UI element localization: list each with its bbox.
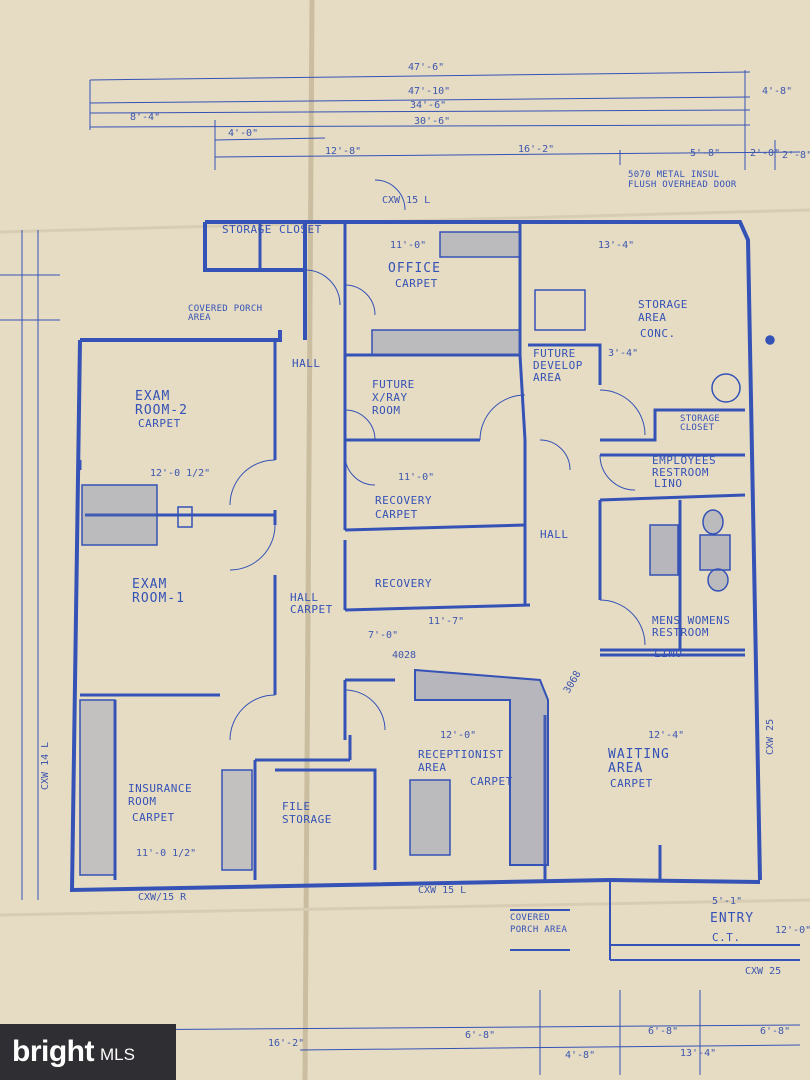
label-receptionist-area: RECEPTIONIST AREA: [418, 748, 504, 774]
label-office-floor: CARPET: [395, 277, 438, 290]
note-window-right: CXW 25: [765, 718, 776, 755]
door-swings: [229, 179, 646, 741]
label-file-storage: FILE STORAGE: [282, 800, 332, 826]
label-exam-room-2-floor: CARPET: [138, 417, 181, 430]
dim-insurance-width: 11'-0 1/2": [136, 848, 197, 859]
label-employees-restroom: EMPLOYEES RESTROOM: [652, 454, 717, 479]
exterior-walls: [69, 220, 762, 893]
dim-16-2: 16'-2": [518, 144, 555, 155]
label-insurance-room-floor: CARPET: [132, 811, 175, 824]
dim-7-0: 7'-0": [368, 630, 399, 641]
dim-entry-width: 12'-0": [775, 925, 810, 936]
bright-mls-watermark: bright MLS: [0, 1024, 176, 1080]
dim-5-1: 5'-1": [712, 896, 743, 907]
label-exam-room-1: EXAM ROOM-1: [132, 577, 185, 606]
note-window-bottom-mid: CXW 15 L: [418, 885, 467, 896]
label-exam-room-2: EXAM ROOM-2: [135, 389, 188, 418]
dim-bottom-6-8-b: 6'-8": [648, 1026, 679, 1037]
label-hall-3-floor: CARPET: [290, 603, 333, 616]
built-in-cabinets: [79, 231, 775, 876]
dim-12-8: 12'-8": [325, 146, 362, 157]
dimension-lines-bottom: [99, 990, 801, 1075]
dim-overall-2: 47'-10": [408, 86, 451, 97]
dim-overall-3: 34'-6": [410, 100, 447, 111]
dimension-lines-top: [89, 70, 801, 170]
label-recovery-1-floor: CARPET: [375, 508, 418, 521]
label-future-develop: FUTURE DEVELOP AREA: [533, 347, 583, 384]
dim-recovery-width: 11'-0": [398, 472, 435, 483]
label-storage-area: STORAGE AREA: [638, 298, 688, 324]
note-overhead-door: 5070 METAL INSUL FLUSH OVERHEAD DOOR: [628, 170, 737, 190]
label-hall-2: HALL: [540, 528, 569, 541]
dim-bottom-6-8-a: 6'-8": [465, 1030, 496, 1041]
label-entry: ENTRY: [710, 911, 755, 926]
label-employees-restroom-floor: LINO: [654, 477, 683, 490]
paper-fold: [302, 0, 315, 1080]
dim-bottom-6-8-c: 6'-8": [760, 1026, 791, 1037]
dim-2-8: 2'-8": [782, 150, 810, 161]
label-entry-floor: C.T.: [712, 931, 741, 944]
watermark-brand: bright: [12, 1035, 94, 1068]
label-waiting-floor: CARPET: [610, 777, 653, 790]
label-recovery-2: RECOVERY: [375, 577, 432, 590]
dim-bottom-4-8: 4'-8": [565, 1050, 596, 1061]
label-storage-closet: STORAGE CLOSET: [222, 223, 322, 236]
note-window-top: CXW 15 L: [382, 195, 431, 206]
dim-storage-width: 13'-4": [598, 240, 635, 251]
label-storage-area-floor: CONC.: [640, 327, 676, 340]
dim-5-8: 5'-8": [690, 148, 721, 159]
label-office: OFFICE: [388, 261, 441, 276]
label-mens-womens-floor: LINO: [654, 647, 683, 660]
note-window-bottom-left: CXW/15 R: [138, 892, 187, 903]
label-covered-porch: COVERED PORCH AREA: [188, 304, 263, 323]
watermark-suffix: MLS: [99, 1045, 135, 1064]
reception-counter: [409, 668, 549, 866]
note-window-left: CXW 14 L: [40, 741, 51, 790]
dim-overall-4: 30'-6": [414, 116, 451, 127]
label-insurance-room: INSURANCE ROOM: [128, 782, 193, 808]
dim-office-width: 11'-0": [390, 240, 427, 251]
dim-2-0: 2'-0": [750, 148, 781, 159]
label-waiting-area: WAITING AREA: [608, 747, 670, 776]
dim-overall-1: 47'-6": [408, 62, 445, 73]
label-receptionist-floor: CARPET: [470, 775, 513, 788]
label-recovery-1: RECOVERY: [375, 494, 432, 507]
label-mens-womens-restroom: MENS WOMENS RESTROOM: [652, 614, 731, 639]
label-storage-closet-2: STORAGE CLOSET: [680, 414, 721, 433]
label-future-xray: FUTURE X/RAY ROOM: [372, 378, 415, 417]
paper-fold: [0, 898, 810, 917]
dim-3-4: 3'-4": [608, 348, 639, 359]
dimension-lines-left: [0, 230, 60, 900]
label-hall-1: HALL: [292, 357, 321, 370]
note-window-entry: CXW 25: [745, 966, 782, 977]
dim-exam-width: 12'-0 1/2": [150, 468, 211, 479]
dim-waiting-width: 12'-4": [648, 730, 685, 741]
label-covered-porch-bottom: COVERED PORCH AREA: [510, 913, 568, 935]
note-door-4028: 4028: [392, 650, 417, 661]
dim-receptionist-width: 12'-0": [440, 730, 477, 741]
entry-porch: [510, 880, 800, 961]
dim-bottom-13-4: 13'-4": [680, 1048, 717, 1059]
dim-left-offset: 8'-4": [130, 112, 161, 123]
label-hall-3: HALL: [290, 591, 319, 604]
dim-4-0: 4'-0": [228, 128, 259, 139]
interior-walls: [78, 222, 746, 880]
dim-right-offset: 4'-8": [762, 86, 793, 97]
dim-11-7: 11'-7": [428, 616, 465, 627]
dim-bottom-16-2: 16'-2": [268, 1038, 305, 1049]
